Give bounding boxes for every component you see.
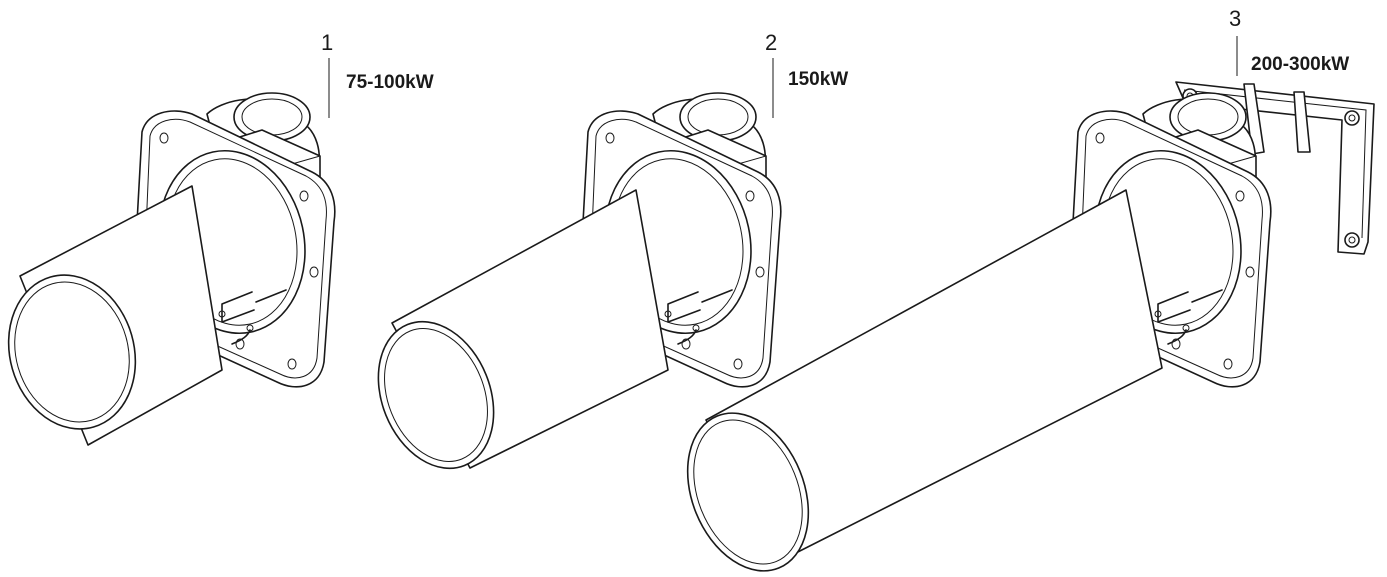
burner-unit-2 bbox=[377, 58, 782, 470]
burner-3-rating: 200-300kW bbox=[1251, 54, 1349, 75]
burner-2-number: 2 bbox=[765, 30, 777, 55]
burner-1-rating: 75-100kW bbox=[346, 72, 434, 93]
burner-1-number: 1 bbox=[321, 30, 333, 55]
burner-unit-1 bbox=[7, 58, 336, 446]
burner-2-rating: 150kW bbox=[788, 69, 848, 90]
burner-unit-3 bbox=[686, 36, 1375, 572]
burner-3-number: 3 bbox=[1229, 6, 1241, 31]
